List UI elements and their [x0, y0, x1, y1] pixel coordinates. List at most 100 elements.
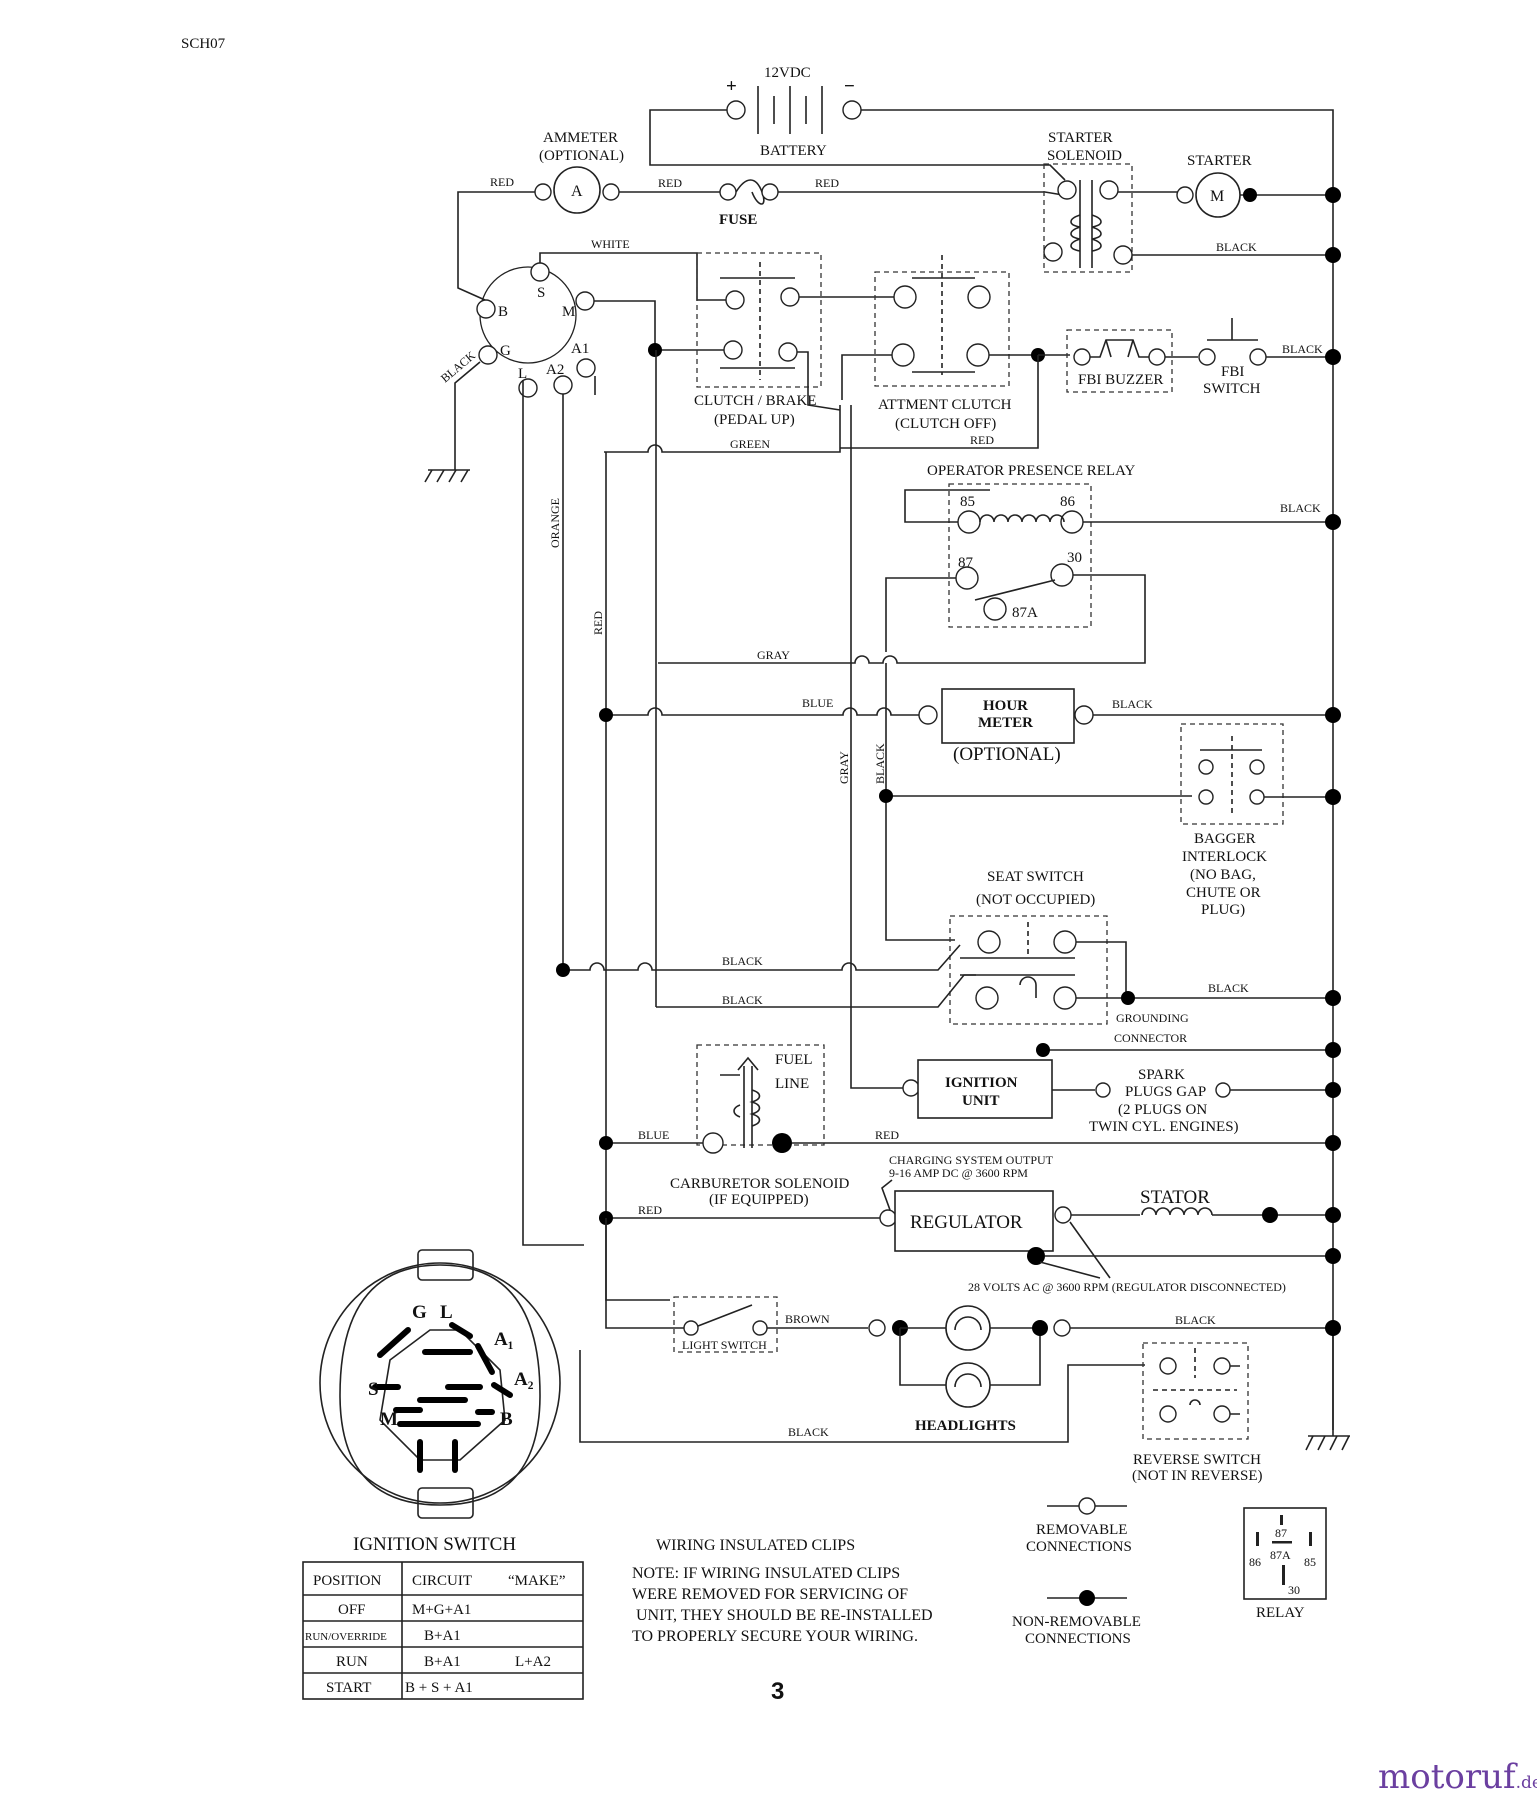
legend-nonremovable: NON-REMOVABLE CONNECTIONS [1012, 1590, 1141, 1647]
seat-switch-state: (NOT OCCUPIED) [976, 892, 1095, 908]
wire-black-seat-2: BLACK [722, 993, 763, 1007]
fbi-buzzer: FBI BUZZER [1066, 329, 1173, 393]
relay-legend-87: 87 [1275, 1526, 1287, 1540]
face-s: S [368, 1379, 379, 1400]
ignition-unit-label-2: UNIT [962, 1093, 1000, 1109]
wire-gray-h: GRAY [757, 648, 790, 662]
terminal-a2: A2 [546, 362, 564, 378]
note-title: WIRING INSULATED CLIPS [656, 1537, 855, 1554]
ammeter: AMMETER (OPTIONAL) A [539, 130, 624, 214]
battery-plus: + [726, 76, 737, 97]
legend-removable-2: CONNECTIONS [1026, 1539, 1132, 1555]
bagger-label-1: BAGGER [1194, 831, 1256, 847]
clutch-brake-state: (PEDAL UP) [714, 412, 795, 428]
table-header-circuit: CIRCUIT [412, 1573, 472, 1589]
spark-label-1: SPARK [1138, 1067, 1185, 1083]
bagger-label-2: INTERLOCK [1182, 849, 1267, 865]
spark-plugs: SPARK PLUGS GAP (2 PLUGS ON TWIN CYL. EN… [1089, 1067, 1239, 1135]
battery: 12VDC + − BATTERY [726, 65, 855, 159]
battery-voltage: 12VDC [764, 65, 811, 81]
table-row-1-circuit: B+A1 [424, 1628, 461, 1644]
fuse-label: FUSE [719, 212, 757, 228]
table-row-1-pos: RUN/OVERRIDE [305, 1631, 387, 1643]
wire-red-relay: RED [970, 433, 994, 447]
reverse-switch: REVERSE SWITCH (NOT IN REVERSE) [1132, 1342, 1263, 1484]
operator-presence-relay: OPERATOR PRESENCE RELAY 85 86 87 30 87A [927, 463, 1136, 628]
note-line-1: NOTE: IF WIRING INSULATED CLIPS [632, 1565, 900, 1582]
clutch-brake-switch: CLUTCH / BRAKE (PEDAL UP) [694, 252, 822, 428]
starter-solenoid-label-2: SOLENOID [1047, 148, 1122, 164]
relay-87a: 87A [1012, 605, 1038, 621]
table-row-2-circuit: B+A1 [424, 1654, 461, 1670]
clutch-brake-label: CLUTCH / BRAKE [694, 393, 817, 409]
brand-logo: motoruf.de [1378, 1757, 1537, 1797]
wire-blue-h: BLUE [802, 696, 833, 710]
wire-brown: BROWN [785, 1312, 830, 1326]
terminal-a1: A1 [571, 341, 589, 357]
legend-removable: REMOVABLE CONNECTIONS [1026, 1497, 1132, 1555]
wire-black-ground-conn: BLACK [1208, 981, 1249, 995]
battery-label: BATTERY [760, 143, 827, 159]
wire-red-vert: RED [591, 611, 605, 635]
terminal-s: S [537, 285, 545, 301]
ignition-switch-face: G L A₁ A₂ S M B [319, 1249, 561, 1519]
bagger-label-3: (NO BAG, [1190, 867, 1256, 883]
spark-label-3: (2 PLUGS ON [1118, 1102, 1207, 1118]
wire-red-carb: RED [875, 1128, 899, 1142]
table-header-position: POSITION [313, 1573, 382, 1589]
starter-symbol: M [1210, 188, 1224, 205]
reverse-label-2: (NOT IN REVERSE) [1132, 1468, 1263, 1484]
bagger-label-5: PLUG) [1201, 902, 1245, 918]
fbi-switch: FBI SWITCH [1198, 318, 1267, 397]
relay-legend-30: 30 [1288, 1583, 1300, 1597]
legend-nonremovable-1: NON-REMOVABLE [1012, 1614, 1141, 1630]
wire-black-fbi: BLACK [1282, 342, 1323, 356]
charging-label-2: 9-16 AMP DC @ 3600 RPM [889, 1166, 1028, 1180]
face-a2: A₂ [514, 1369, 534, 1390]
starter-solenoid-label-1: STARTER [1048, 130, 1113, 146]
terminal-m: M [562, 304, 575, 320]
fuel-label-2: LINE [775, 1076, 809, 1092]
terminal-b: B [498, 304, 508, 320]
wire-black-v: BLACK [873, 743, 887, 784]
hour-meter-optional: (OPTIONAL) [953, 744, 1061, 765]
fbi-buzzer-label: FBI BUZZER [1078, 372, 1163, 388]
brand-tld: .de [1515, 1773, 1537, 1793]
right-bus-dots [1325, 187, 1341, 1336]
seat-switch: SEAT SWITCH (NOT OCCUPIED) [949, 869, 1108, 1025]
headlights: HEADLIGHTS [899, 1305, 1041, 1434]
wire-gray-v: GRAY [837, 751, 851, 784]
ignition-unit-label-1: IGNITION [945, 1075, 1018, 1091]
ignition-unit: IGNITION UNIT [902, 1059, 1053, 1119]
table-header-make: “MAKE” [508, 1573, 565, 1589]
legend-removable-1: REMOVABLE [1036, 1522, 1127, 1538]
carburetor-solenoid: FUEL LINE CARBURETOR SOLENOID (IF EQUIPP… [670, 1044, 849, 1208]
face-m: M [380, 1409, 398, 1430]
face-l: L [440, 1302, 453, 1323]
schematic-code: SCH07 [181, 36, 226, 52]
attachment-clutch-state: (CLUTCH OFF) [895, 416, 996, 432]
relay-30: 30 [1067, 550, 1082, 566]
table-row-2-make: L+A2 [515, 1654, 551, 1670]
fbi-switch-label-2: SWITCH [1203, 381, 1261, 397]
switch-table: POSITION CIRCUIT “MAKE” OFF M+G+A1 RUN/O… [302, 1561, 584, 1700]
opr-label: OPERATOR PRESENCE RELAY [927, 463, 1136, 479]
note-line-2: WERE REMOVED FOR SERVICING OF [632, 1586, 908, 1603]
terminal-g: G [500, 343, 511, 359]
table-row-3-circuit: B + S + A1 [405, 1680, 473, 1696]
wire-green: GREEN [730, 437, 770, 451]
bagger-label-4: CHUTE OR [1186, 885, 1261, 901]
ammeter-label: AMMETER [543, 130, 618, 146]
reverse-label-1: REVERSE SWITCH [1133, 1452, 1261, 1468]
headlights-label: HEADLIGHTS [915, 1418, 1016, 1434]
stator: STATOR [1140, 1187, 1213, 1216]
table-row-0-circuit: M+G+A1 [412, 1602, 471, 1618]
carb-label-2: (IF EQUIPPED) [709, 1192, 809, 1208]
attachment-clutch-label: ATTMENT CLUTCH [878, 397, 1012, 413]
table-row-0-pos: OFF [338, 1602, 366, 1618]
wire-black-head: BLACK [1175, 1313, 1216, 1327]
fuse: FUSE [719, 179, 779, 228]
fuel-label-1: FUEL [775, 1052, 813, 1068]
relay-legend-85: 85 [1304, 1555, 1316, 1569]
